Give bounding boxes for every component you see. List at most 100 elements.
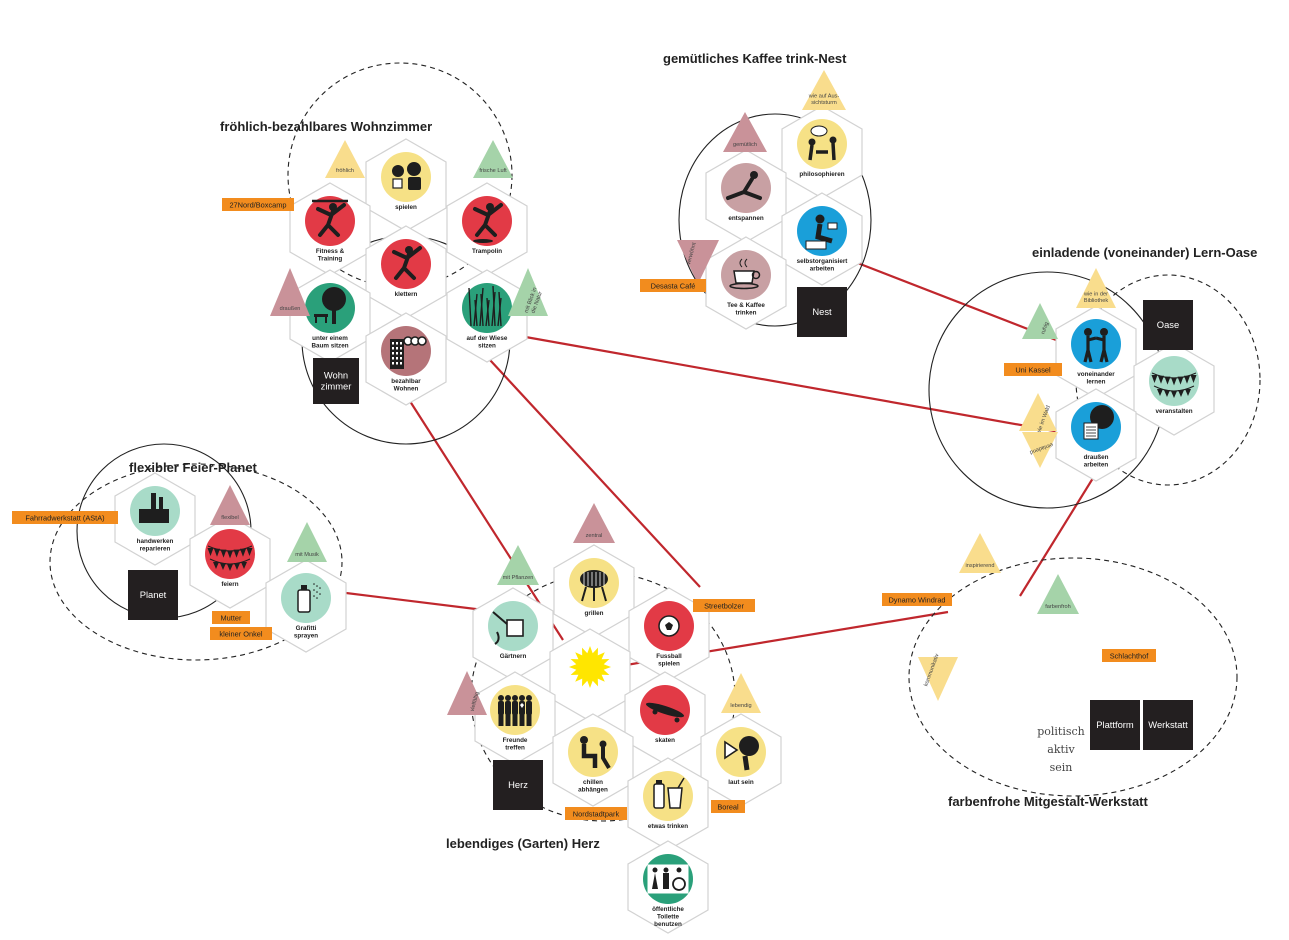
box-background (1090, 700, 1140, 750)
box-background (493, 760, 543, 810)
hex-tile: etwas trinken (627, 757, 709, 851)
triangle-shape (270, 268, 310, 316)
tag-label: Streetbolzer (704, 602, 744, 611)
cluster-title-werkstatt: farbenfrohe Mitgestalt-Werkstatt (948, 794, 1149, 809)
tag-background (711, 800, 745, 813)
hex-label: entspannen (728, 215, 763, 222)
cluster-title-feier: flexibler Feier-Planet (129, 460, 258, 475)
attribute-triangle: verwöhnt (677, 240, 719, 284)
triangle-shape (723, 112, 767, 152)
climbing-icon (392, 246, 422, 280)
hex-label: laut sein (728, 779, 754, 786)
tag-label: Mutter (221, 614, 242, 623)
triangle-label: ruhig (1040, 321, 1050, 335)
triangle-shape (1022, 432, 1058, 468)
hex-tile: Trampolin (446, 182, 528, 276)
hex-label: benutzen (654, 921, 682, 928)
place-tag: Schlachthof (1102, 649, 1156, 662)
cluster-name-box: Nest (797, 287, 847, 337)
hex-label: spielen (395, 204, 417, 211)
cluster-name-box: Werkstatt (1143, 700, 1193, 750)
hex-label: abhängen (578, 787, 608, 794)
box-label: Oase (1157, 319, 1179, 330)
handwritten-line: aktiv (1047, 743, 1075, 756)
hex-label: draußen (1084, 454, 1109, 461)
box-label: Plattform (1096, 719, 1134, 730)
tag-label: Boreal (717, 803, 739, 812)
attribute-triangle: gemütlich (723, 112, 767, 152)
hex-label: selbstorganisiert (797, 258, 849, 265)
place-tag: Streetbolzer (693, 599, 755, 612)
hex-label: skaten (655, 737, 675, 744)
hex-tile: philosophieren (781, 105, 863, 199)
triangle-label: draußen (280, 306, 301, 312)
place-tag: Desasta Café (640, 279, 706, 292)
tag-label: Dynamo Windrad (888, 596, 945, 605)
bunting-icon (1151, 372, 1197, 398)
attribute-triangle: frische Luft (473, 140, 513, 178)
skateboard-icon (645, 702, 685, 723)
triangle-shape (473, 140, 513, 178)
hex-tile: grillen (553, 544, 635, 638)
attribute-triangle: draußen (270, 268, 310, 316)
tag-background (1004, 363, 1062, 376)
box-background (313, 358, 359, 404)
box-label: zimmer (321, 381, 352, 392)
hex-label: Toilette (657, 914, 679, 921)
football-icon (658, 615, 680, 637)
attribute-triangle: zentral (573, 503, 615, 543)
box-background (128, 570, 178, 620)
attribute-triangle: inspirierend (959, 533, 1001, 573)
friends-icon (498, 695, 532, 726)
toilet-icon (647, 864, 689, 894)
cluster-title-herz: lebendiges (Garten) Herz (446, 836, 600, 851)
tree-bench-icon (314, 287, 346, 324)
box-label: Wohn (324, 370, 348, 381)
people-talking-icon (1083, 328, 1109, 363)
connector-line (1019, 469, 1099, 597)
box-background (1143, 700, 1193, 750)
triangle-shape (1037, 574, 1079, 614)
tag-label: Desasta Café (651, 282, 696, 291)
cluster-name-box: Herz (493, 760, 543, 810)
triangle-shape (1019, 393, 1057, 431)
triangle-label: lebendig (730, 703, 751, 709)
trampoline-icon (473, 203, 503, 243)
box-label: Nest (812, 306, 832, 317)
hex-label: bezahlbar (391, 378, 421, 385)
attribute-triangle: ruhig (1022, 303, 1058, 339)
tag-background (1102, 649, 1156, 662)
box-label: Planet (140, 589, 167, 600)
tag-label: Fahrradwerkstatt (AStA) (25, 514, 104, 523)
attribute-triangle: fröhlich (325, 140, 365, 178)
kaffee-solid-circle (678, 113, 872, 327)
handwritten-line: politisch (1037, 725, 1085, 738)
hex-label: veranstalten (1155, 408, 1192, 415)
place-tag: kleiner Onkel (210, 627, 272, 640)
cluster-name-box: Wohnzimmer (313, 358, 359, 404)
hex-label: Freunde (503, 737, 528, 744)
connector-line (854, 260, 1057, 342)
hex-label: Baum sitzen (311, 343, 348, 350)
triangle-shape (918, 657, 958, 701)
attribute-triangle: kommunikativ (918, 653, 958, 701)
triangle-shape (325, 140, 365, 178)
triangle-label: mit Musik (295, 552, 319, 558)
hex-label: philosophieren (799, 171, 844, 178)
board-game-icon (392, 162, 421, 190)
connector-line (405, 394, 564, 641)
cluster-title-lernoase: einladende (voneinander) Lern-Oase (1032, 245, 1257, 260)
politisch-aktiv-text: politisch aktiv sein (1037, 725, 1085, 774)
housing-icon (390, 336, 427, 369)
attribute-triangle: wie im Wald (1019, 393, 1057, 436)
triangle-label: wie auf Aus- (808, 94, 840, 100)
hex-label: arbeiten (1084, 462, 1109, 469)
tag-label: Nordstadtpark (573, 810, 620, 819)
